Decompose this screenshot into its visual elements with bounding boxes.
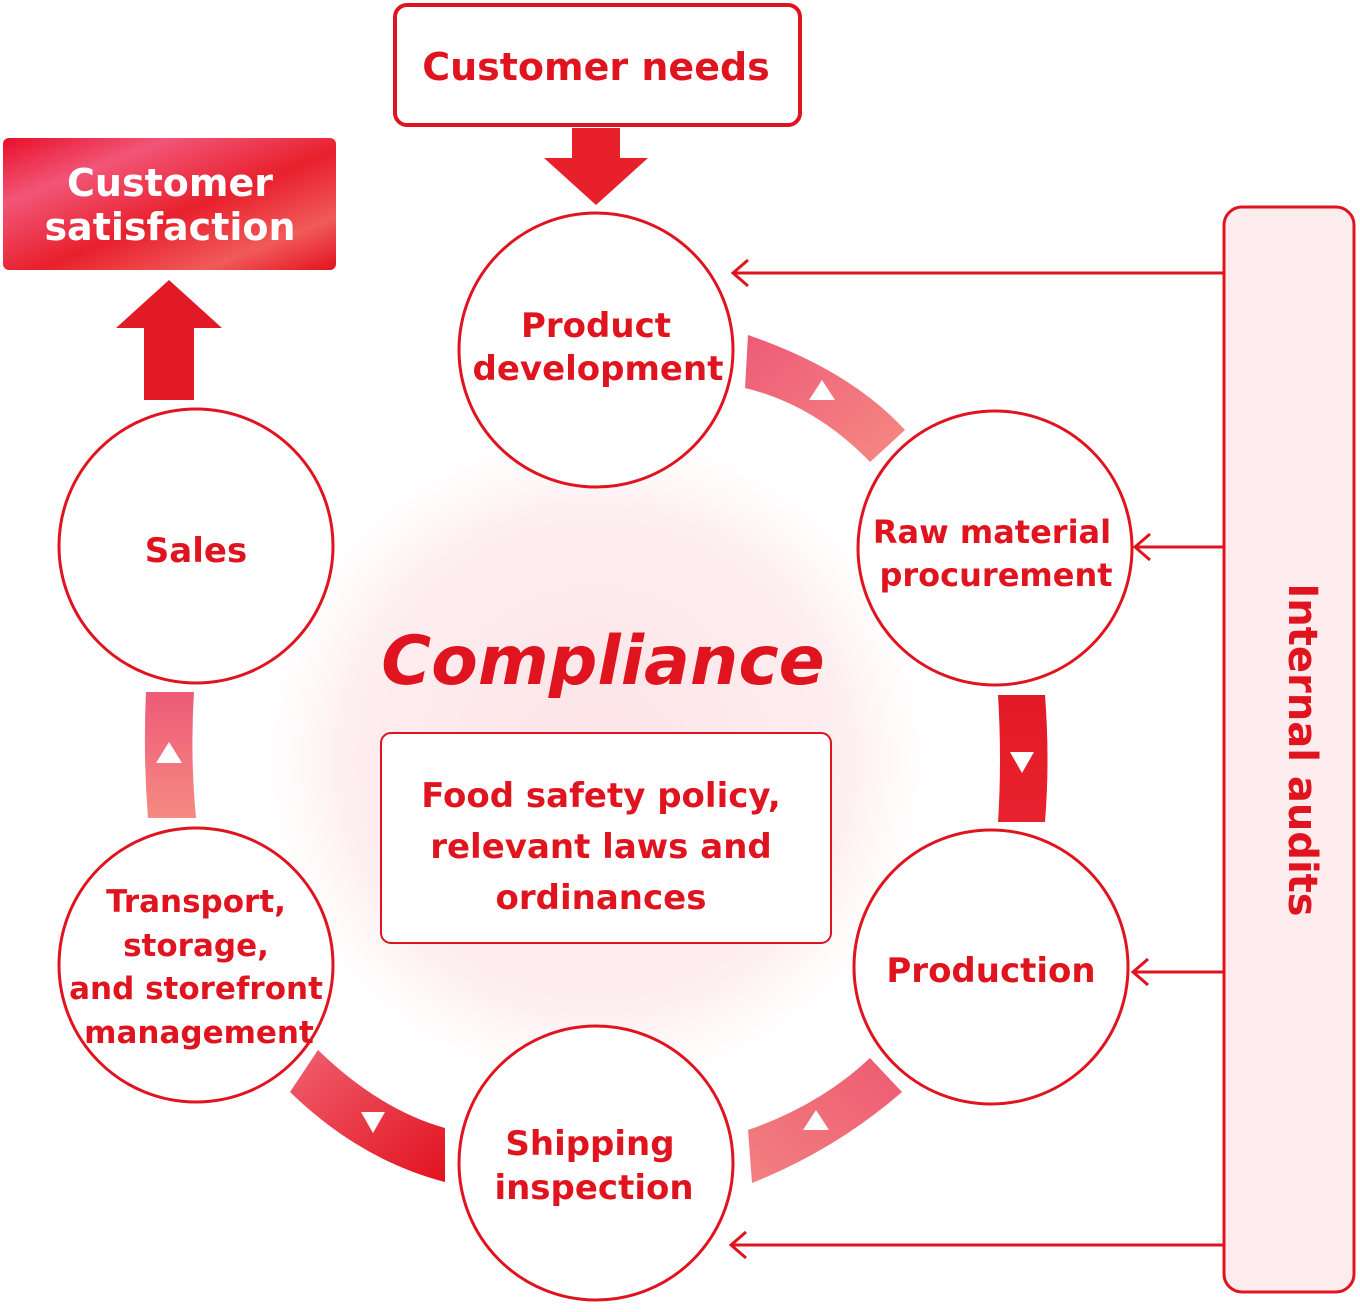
audit-arrowhead xyxy=(1132,532,1151,562)
internal-audits-label: Internal audits xyxy=(1279,583,1325,916)
direction-triangle xyxy=(809,380,835,400)
customer-satisfaction-box: Customer satisfaction xyxy=(3,138,336,270)
stage-shipping-inspection: Shipping inspection xyxy=(457,1024,735,1302)
stage-sales: Sales xyxy=(57,407,335,685)
customer-needs-label: Customer needs xyxy=(422,45,770,89)
direction-triangle xyxy=(156,742,182,763)
audit-arrowhead xyxy=(1130,957,1149,987)
audit-arrowhead xyxy=(730,258,749,288)
customer-satisfaction-line1: Customer xyxy=(67,161,273,205)
stage-raw-material-procurement: Raw material procurement xyxy=(856,409,1134,687)
direction-triangle xyxy=(803,1110,829,1130)
direction-triangle xyxy=(1010,752,1034,773)
raw-material-line2: procurement xyxy=(879,556,1112,594)
stage-production: Production xyxy=(852,828,1130,1106)
audit-arrowhead xyxy=(728,1230,747,1260)
customer-satisfaction-line2: satisfaction xyxy=(44,205,295,249)
stage-transport-storage: Transport, storage, and storefront manag… xyxy=(57,826,335,1104)
policy-line2: relevant laws and xyxy=(430,827,772,867)
raw-material-line1: Raw material xyxy=(873,513,1111,551)
audit-arrows xyxy=(728,258,1224,1260)
sales-label: Sales xyxy=(145,531,247,571)
policy-line3: ordinances xyxy=(496,878,707,918)
stage-product-development: Product development xyxy=(457,211,735,489)
cycle-arc xyxy=(748,1058,902,1183)
shipping-line2: inspection xyxy=(494,1168,693,1208)
product-development-line2: development xyxy=(473,349,724,389)
internal-audits-bar: Internal audits xyxy=(1222,205,1356,1294)
direction-triangle xyxy=(361,1112,385,1133)
policy-line1: Food safety policy, xyxy=(421,776,781,816)
policy-box: Food safety policy, relevant laws and or… xyxy=(380,732,832,944)
customer-needs-arrow xyxy=(544,128,648,205)
transport-line3: and storefront xyxy=(69,971,323,1007)
customer-needs-box: Customer needs xyxy=(393,3,802,127)
transport-line4: management xyxy=(84,1015,314,1051)
compliance-title: Compliance xyxy=(381,622,825,701)
transport-line2: storage, xyxy=(123,928,269,964)
shipping-line1: Shipping xyxy=(505,1124,674,1164)
product-development-line1: Product xyxy=(521,306,671,346)
production-label: Production xyxy=(886,951,1095,991)
customer-satisfaction-arrow xyxy=(116,280,222,400)
cycle-arcs xyxy=(144,335,1048,1183)
transport-line1: Transport, xyxy=(106,884,286,920)
